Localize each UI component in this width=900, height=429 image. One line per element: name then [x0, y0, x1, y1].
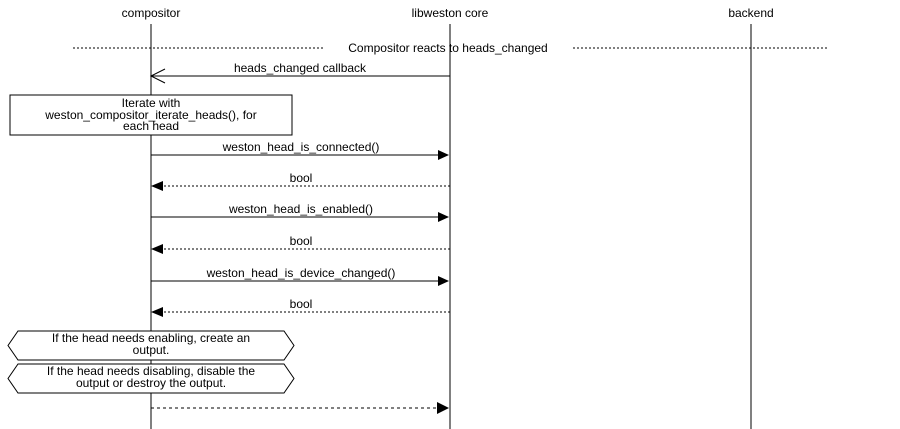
condition-shape-enable-head [7, 330, 295, 361]
message-arrowhead-weston-head-is-device-changed [438, 276, 449, 286]
condition-enable-head-line-1: If the head needs enabling, create an [52, 331, 250, 345]
message-label-weston-head-is-connected: weston_head_is_connected() [222, 140, 380, 154]
note-line-2: weston_compositor_iterate_heads(), for [44, 108, 256, 122]
message-arrowhead-weston-head-is-connected [438, 150, 449, 160]
note-line-1: Iterate with [122, 96, 181, 110]
message-arrowhead-bool-connected [151, 181, 163, 191]
condition-disable-head-line-2: output or destroy the output. [76, 376, 226, 390]
condition-enable-head-line-2: output. [133, 343, 170, 357]
lifeline-label-compositor: compositor [122, 6, 181, 20]
condition-shape-disable-head [7, 363, 295, 394]
message-arrowhead-heads-changed-callback [149, 68, 166, 84]
message-label-weston-head-is-device-changed: weston_head_is_device_changed() [206, 266, 396, 280]
lifeline-label-backend: backend [728, 6, 773, 20]
message-arrowhead-final-return [437, 402, 449, 414]
condition-disable-head-line-1: If the head needs disabling, disable the [47, 364, 255, 378]
message-label-heads-changed-callback: heads_changed callback [234, 61, 367, 75]
message-arrowhead-weston-head-is-enabled [438, 212, 449, 222]
message-label-bool-enabled: bool [290, 234, 313, 248]
divider-label: Compositor reacts to heads_changed [348, 41, 547, 55]
message-label-bool-device-changed: bool [290, 297, 313, 311]
note-box-iterate-heads [9, 94, 293, 136]
message-arrowhead-bool-enabled [151, 244, 163, 254]
message-label-bool-connected: bool [290, 171, 313, 185]
message-label-weston-head-is-enabled: weston_head_is_enabled() [228, 202, 373, 216]
note-line-3: each head [123, 119, 179, 133]
lifeline-label-libweston-core: libweston core [412, 6, 489, 20]
message-arrowhead-bool-device-changed [151, 307, 163, 317]
